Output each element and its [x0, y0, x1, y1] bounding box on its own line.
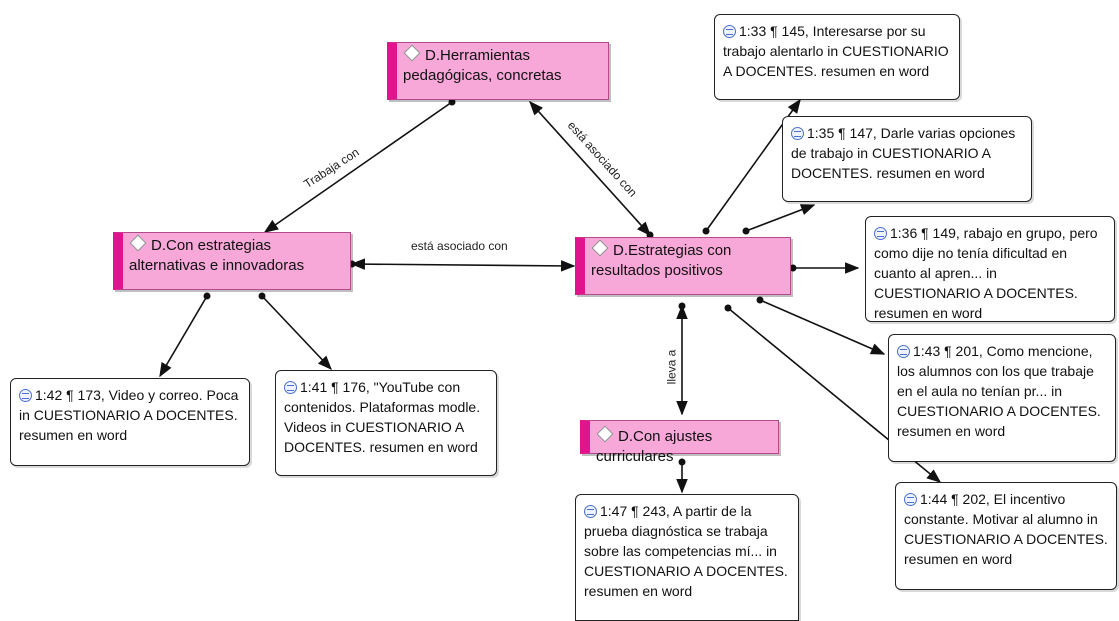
quotation-icon — [723, 25, 736, 38]
quote-text: 1:36 ¶ 149, rabajo en grupo, pero como d… — [874, 225, 1098, 321]
quote-text: 1:41 ¶ 176, "YouTube con contenidos. Pla… — [284, 379, 481, 455]
code-diamond-icon — [591, 239, 609, 257]
quotation-icon — [791, 127, 804, 140]
link-alternativas-resultados — [350, 258, 576, 272]
quote-text: 1:47 ¶ 243, A partir de la prueba diagnó… — [584, 503, 788, 599]
relation-label-trabaja-con: Trabaja con — [301, 144, 362, 192]
code-label: D.Herramientas pedagógicas, concretas — [403, 47, 562, 84]
quote-text: 1:43 ¶ 201, Como mencione, los alumnos c… — [897, 343, 1101, 439]
quote-text: 1:35 ¶ 147, Darle varias opciones de tra… — [791, 125, 1016, 181]
code-node-herramientas[interactable]: D.Herramientas pedagógicas, concretas — [387, 42, 609, 100]
code-label: D.Estrategias con resultados positivos — [591, 242, 732, 279]
quote-text: 1:42 ¶ 173, Video y correo. Poca in CUES… — [19, 387, 239, 443]
quote-node-1-41[interactable]: 1:41 ¶ 176, "YouTube con contenidos. Pla… — [275, 370, 497, 476]
quote-node-1-33[interactable]: 1:33 ¶ 145, Interesarse por su trabajo a… — [714, 14, 960, 100]
relation-label-asociado-horizontal: está asociado con — [411, 239, 508, 253]
quote-node-1-47[interactable]: 1:47 ¶ 243, A partir de la prueba diagnó… — [575, 494, 799, 621]
relation-label-lleva-a: lleva a — [664, 349, 679, 385]
link-alternativas-q142 — [159, 295, 208, 378]
quote-node-1-43[interactable]: 1:43 ¶ 201, Como mencione, los alumnos c… — [888, 334, 1116, 462]
code-label: D.Con estrategias alternativas e innovad… — [129, 237, 305, 274]
quotation-icon — [284, 381, 297, 394]
quote-node-1-35[interactable]: 1:35 ¶ 147, Darle varias opciones de tra… — [782, 116, 1032, 202]
quotation-icon — [904, 493, 917, 506]
quote-node-1-42[interactable]: 1:42 ¶ 173, Video y correo. Poca in CUES… — [10, 378, 250, 466]
code-node-ajustes[interactable]: D.Con ajustes curriculares — [580, 420, 779, 465]
quote-text: 1:44 ¶ 202, El incentivo constante. Moti… — [904, 491, 1108, 567]
link-alternativas-q141 — [261, 295, 332, 371]
code-label: D.Con ajustes curriculares — [596, 428, 713, 465]
link-resultados-q135 — [745, 204, 816, 232]
quotation-icon — [897, 345, 910, 358]
quotation-icon — [584, 505, 597, 518]
code-diamond-icon — [596, 425, 614, 443]
link-herramientas-resultados — [529, 100, 651, 237]
code-node-alternativas[interactable]: D.Con estrategias alternativas e innovad… — [113, 232, 351, 290]
quotation-icon — [874, 227, 887, 240]
quote-node-1-36[interactable]: 1:36 ¶ 149, rabajo en grupo, pero como d… — [865, 216, 1115, 322]
code-diamond-icon — [403, 44, 421, 62]
quotation-icon — [19, 389, 32, 402]
link-herramientas-alternativas — [263, 101, 453, 233]
quote-text: 1:33 ¶ 145, Interesarse por su trabajo a… — [723, 23, 949, 79]
quote-node-1-44[interactable]: 1:44 ¶ 202, El incentivo constante. Moti… — [895, 482, 1117, 590]
code-diamond-icon — [129, 234, 147, 252]
relation-label-asociado-diagonal: está asociado con — [564, 118, 640, 200]
code-node-resultados[interactable]: D.Estrategias con resultados positivos — [575, 237, 791, 295]
